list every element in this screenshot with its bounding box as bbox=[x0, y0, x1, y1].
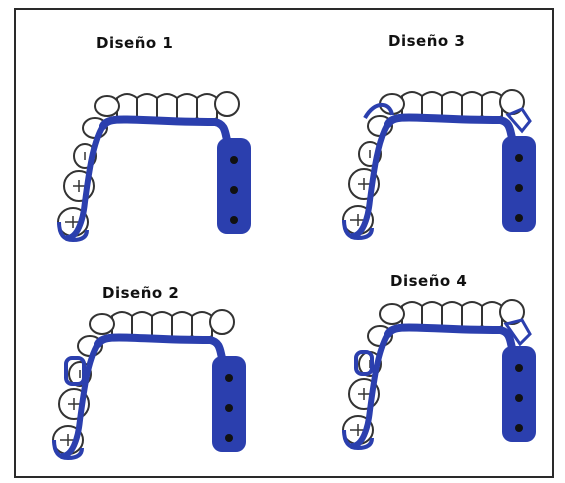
design-3-diagram bbox=[330, 80, 550, 250]
design-4-title: Diseño 4 bbox=[390, 272, 467, 290]
design-4-diagram bbox=[330, 290, 550, 460]
design-1-title: Diseño 1 bbox=[96, 34, 173, 52]
design-3-title: Diseño 3 bbox=[388, 32, 465, 50]
partial-denture-diagram-4 bbox=[330, 290, 550, 460]
partial-denture-diagram-2 bbox=[40, 300, 260, 470]
design-2-diagram bbox=[40, 300, 260, 470]
partial-denture-diagram-3 bbox=[330, 80, 550, 250]
partial-denture-diagram-1 bbox=[45, 82, 265, 252]
design-1-diagram bbox=[45, 82, 265, 252]
